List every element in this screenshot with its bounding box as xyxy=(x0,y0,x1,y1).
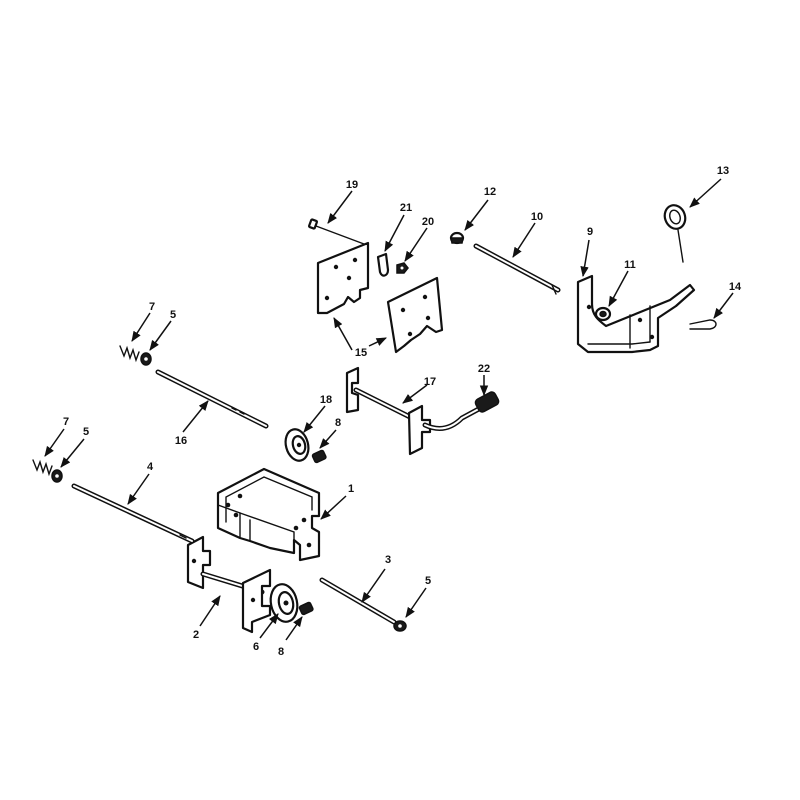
callout-4: 4 xyxy=(127,461,154,505)
callout-3-label: 3 xyxy=(385,554,391,566)
callout-14-label: 14 xyxy=(729,281,742,293)
callout-18: 18 xyxy=(303,394,332,433)
callout-5-left-upper: 5 xyxy=(149,309,176,351)
callout-6-label: 6 xyxy=(253,641,259,653)
part-19-bolt xyxy=(307,218,365,245)
part-10-pivot-shaft xyxy=(473,243,561,295)
callout-17: 17 xyxy=(402,376,436,404)
callout-5-left-upper-label: 5 xyxy=(170,309,176,321)
callout-13: 13 xyxy=(689,165,729,208)
callout-8-lower-label: 8 xyxy=(278,646,284,658)
part-9-lift-arm xyxy=(576,274,696,354)
part-13-eye-bolt xyxy=(663,204,687,263)
part-16-upper-long-shaft xyxy=(155,369,269,429)
callout-5-right: 5 xyxy=(405,575,431,618)
callout-12: 12 xyxy=(464,186,496,231)
callout-11: 11 xyxy=(608,259,636,307)
callout-8-lower: 8 xyxy=(278,616,303,658)
callout-2-label: 2 xyxy=(193,629,199,641)
callout-19-label: 19 xyxy=(346,179,358,191)
part-4-long-shaft xyxy=(71,483,195,544)
part-11-bushing xyxy=(594,306,612,322)
callout-14: 14 xyxy=(713,281,742,319)
part-6-pulley xyxy=(269,583,299,623)
callout-8-upper: 8 xyxy=(319,417,341,449)
callout-18-label: 18 xyxy=(320,394,332,406)
callout-6: 6 xyxy=(253,613,279,653)
part-2-lower-shaft-assembly xyxy=(186,535,272,634)
part-3-short-shaft xyxy=(319,577,397,625)
part-5-washer-left-upper xyxy=(140,352,152,366)
part-7-spring-lower xyxy=(32,459,53,477)
part-5-washer-right xyxy=(393,620,407,632)
callout-10-label: 10 xyxy=(531,211,543,223)
callout-20: 20 xyxy=(404,216,434,262)
part-7-spring-upper xyxy=(119,345,140,363)
part-15-plate-left xyxy=(316,241,370,315)
part-21-clip xyxy=(376,252,390,277)
callout-8-upper-label: 8 xyxy=(335,417,341,429)
part-15-plate-right xyxy=(386,276,444,354)
callout-7-lower: 7 xyxy=(44,416,69,457)
callout-1-label: 1 xyxy=(348,483,354,495)
callout-7-lower-label: 7 xyxy=(63,416,69,428)
callout-13-label: 13 xyxy=(717,165,729,177)
callout-16: 16 xyxy=(175,400,209,447)
callout-21: 21 xyxy=(384,202,412,252)
callout-15: 15 xyxy=(333,317,387,359)
callout-9-label: 9 xyxy=(587,226,593,238)
callout-7-upper-label: 7 xyxy=(149,301,155,313)
callout-10: 10 xyxy=(512,211,543,258)
part-5-washer-left-lower xyxy=(51,469,63,483)
part-18-pulley xyxy=(284,428,310,462)
part-1-main-bracket xyxy=(216,467,321,562)
callout-5-right-label: 5 xyxy=(425,575,431,587)
part-17-lever xyxy=(345,366,491,456)
part-8-set-screw-upper xyxy=(311,449,327,464)
callout-2: 2 xyxy=(193,595,221,641)
callout-5-left-lower: 5 xyxy=(60,426,89,468)
callout-19: 19 xyxy=(327,179,358,224)
callout-12-label: 12 xyxy=(484,186,496,198)
callout-9: 9 xyxy=(580,226,593,278)
callout-21-label: 21 xyxy=(400,202,412,214)
callout-5-left-lower-label: 5 xyxy=(83,426,89,438)
callout-4-label: 4 xyxy=(147,461,154,473)
callout-17-label: 17 xyxy=(424,376,436,388)
part-12-cap-nut xyxy=(449,231,465,245)
callout-20-label: 20 xyxy=(422,216,434,228)
part-8-set-screw-lower xyxy=(298,601,314,616)
callout-22: 22 xyxy=(478,363,490,397)
callout-16-label: 16 xyxy=(175,435,187,447)
part-14-hairpin-clip xyxy=(689,319,717,330)
callout-1: 1 xyxy=(320,483,354,520)
callout-11-label: 11 xyxy=(624,259,636,271)
callout-15-label: 15 xyxy=(355,347,367,359)
part-20-nut xyxy=(396,262,409,274)
callout-22-label: 22 xyxy=(478,363,490,375)
callout-3: 3 xyxy=(361,554,391,603)
callout-7-upper: 7 xyxy=(131,301,155,342)
